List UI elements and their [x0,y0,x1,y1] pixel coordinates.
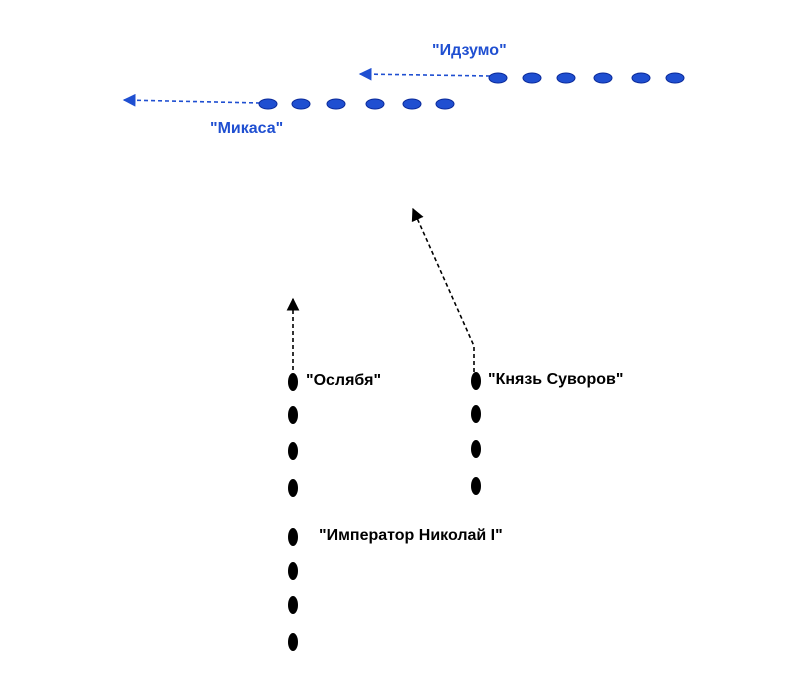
ship-icon [471,372,481,390]
ship-icon [288,528,298,546]
ship-icon [288,596,298,614]
ship-icon [471,440,481,458]
ship-icon [288,633,298,651]
ship-icon [665,72,685,84]
ship-icon [288,562,298,580]
izumo-course-arrow-icon [358,67,491,81]
ship-icon [291,98,311,110]
ship-icon [471,405,481,423]
ship-icon [288,442,298,460]
ship-icon [556,72,576,84]
ship-icon [258,98,278,110]
nikolai-label: "Император Николай I" [319,527,503,544]
ship-icon [488,72,508,84]
suvorov-course-arrow-icon [411,207,475,372]
suvorov-column [411,207,481,495]
mikasa-label: "Микаса" [210,120,284,137]
ship-icon [631,72,651,84]
oslyabya-column [286,297,300,651]
oslyabya-label: "Ослябя" [306,372,382,389]
ship-icon [288,373,298,391]
mikasa-course-arrow-icon [122,93,261,107]
suvorov-label: "Князь Суворов" [488,371,624,388]
ship-icon [435,98,455,110]
ship-icon [288,406,298,424]
ship-icon [402,98,422,110]
ship-icon [593,72,613,84]
ship-icon [365,98,385,110]
ship-icon [522,72,542,84]
izumo-label: "Идзумо" [432,42,507,59]
ship-icon [326,98,346,110]
mikasa-column [122,93,455,110]
ship-icon [471,477,481,495]
ship-icon [288,479,298,497]
izumo-column [358,67,685,84]
